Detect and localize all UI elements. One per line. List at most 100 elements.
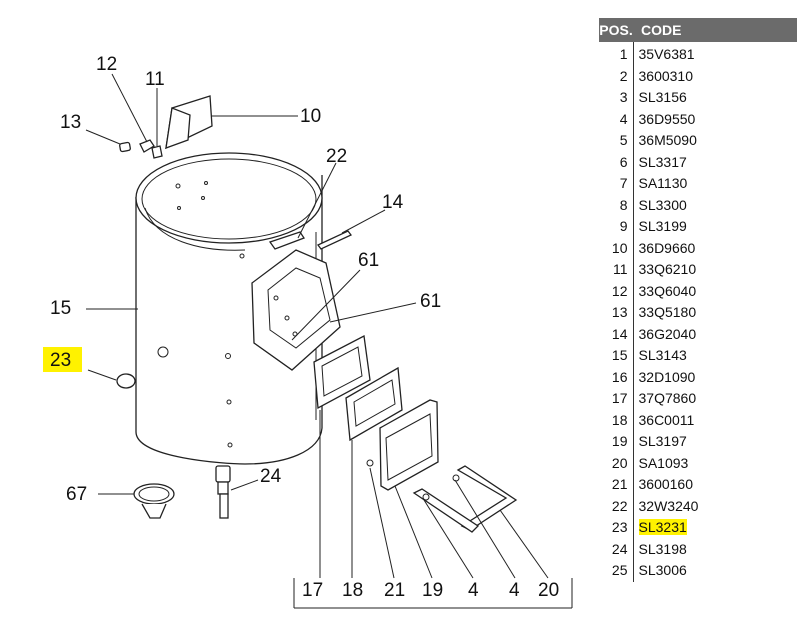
code-text: 32D1090 [638,368,696,385]
label-15: 15 [50,298,71,319]
code-cell: 3600160 [633,474,797,496]
table-header-row: POS. CODE [599,18,797,42]
code-cell: SL3197 [633,431,797,453]
code-cell: SL3156 [633,87,797,109]
code-cell: 36M5090 [633,130,797,152]
label-24: 24 [260,466,282,487]
code-cell: 36D9550 [633,109,797,131]
code-text: SL3198 [638,540,687,557]
pos-cell: 1 [599,42,634,66]
label-61-lower: 61 [420,291,441,312]
label-21: 21 [384,580,405,601]
code-text: SL3199 [638,218,687,235]
label-20: 20 [538,580,559,601]
pos-cell: 2 [599,65,634,87]
pos-cell: 10 [599,237,634,259]
code-text: 32W3240 [638,497,699,514]
code-cell: 32W3240 [633,496,797,518]
hose-clamp-67 [98,483,175,519]
code-cell: SL3143 [633,345,797,367]
pos-cell: 17 [599,388,634,410]
code-cell: SL3300 [633,195,797,217]
code-cell: 33Q5180 [633,302,797,324]
code-cell: 33Q6040 [633,281,797,303]
code-text: 36D9660 [638,239,696,256]
pos-cell: 25 [599,560,634,582]
pos-cell: 14 [599,323,634,345]
pos-cell: 13 [599,302,634,324]
code-cell: 33Q6210 [633,259,797,281]
label-23-highlight [43,347,82,372]
pos-cell: 22 [599,495,634,517]
bracket-22-14 [268,162,386,250]
pos-cell: 4 [599,108,634,130]
code-text: SL3300 [638,196,687,213]
code-cell: 35V6381 [633,42,797,66]
pos-cell: 20 [599,452,634,474]
label-4-right: 4 [509,580,520,601]
code-cell: SL3199 [633,216,797,238]
pos-cell: 5 [599,130,634,152]
code-cell: SL3231 [633,517,797,539]
fittings-11-12-13 [85,73,163,159]
code-text: SL3231 [638,519,687,536]
label-22: 22 [326,146,347,167]
label-4-left: 4 [468,580,479,601]
label-17: 17 [302,580,323,601]
code-text: 36C0011 [638,411,695,428]
code-text: 33Q5180 [638,304,697,321]
code-text: 33Q6210 [638,261,697,278]
code-text: 36D9550 [638,110,696,127]
label-67: 67 [66,484,87,505]
pos-cell: 11 [599,259,634,281]
header-pos: POS. [599,18,633,42]
exploded-parts-diagram: 12 11 13 10 22 14 61 61 15 23 67 24 17 1… [43,54,573,609]
code-text: 3600160 [638,476,694,493]
pos-cell: 9 [599,216,634,238]
gasket-frame-18 [345,366,403,442]
code-cell: SL3317 [633,152,797,174]
code-text: 37Q7860 [638,390,697,407]
code-cell: SA1093 [633,453,797,475]
label-61-upper: 61 [358,250,379,271]
drain-valve-24 [215,465,259,519]
code-cell: SL3006 [633,560,797,582]
code-text: SL3317 [638,153,687,170]
code-cell: SL3198 [633,539,797,561]
code-cell: 36D9660 [633,238,797,260]
door-glass-19 [366,399,439,491]
code-text: SL3006 [638,562,687,579]
pos-cell: 8 [599,194,634,216]
bottom-leaders [293,410,573,609]
pos-cell: 21 [599,474,634,496]
header-code: CODE [633,18,797,42]
pos-cell: 7 [599,173,634,195]
code-text: 36M5090 [638,132,697,149]
plug-23 [87,369,136,389]
pos-cell: 23 [599,517,634,539]
label-13: 13 [60,112,81,133]
part-10-cover [165,95,298,150]
code-text: 33Q6040 [638,282,697,299]
